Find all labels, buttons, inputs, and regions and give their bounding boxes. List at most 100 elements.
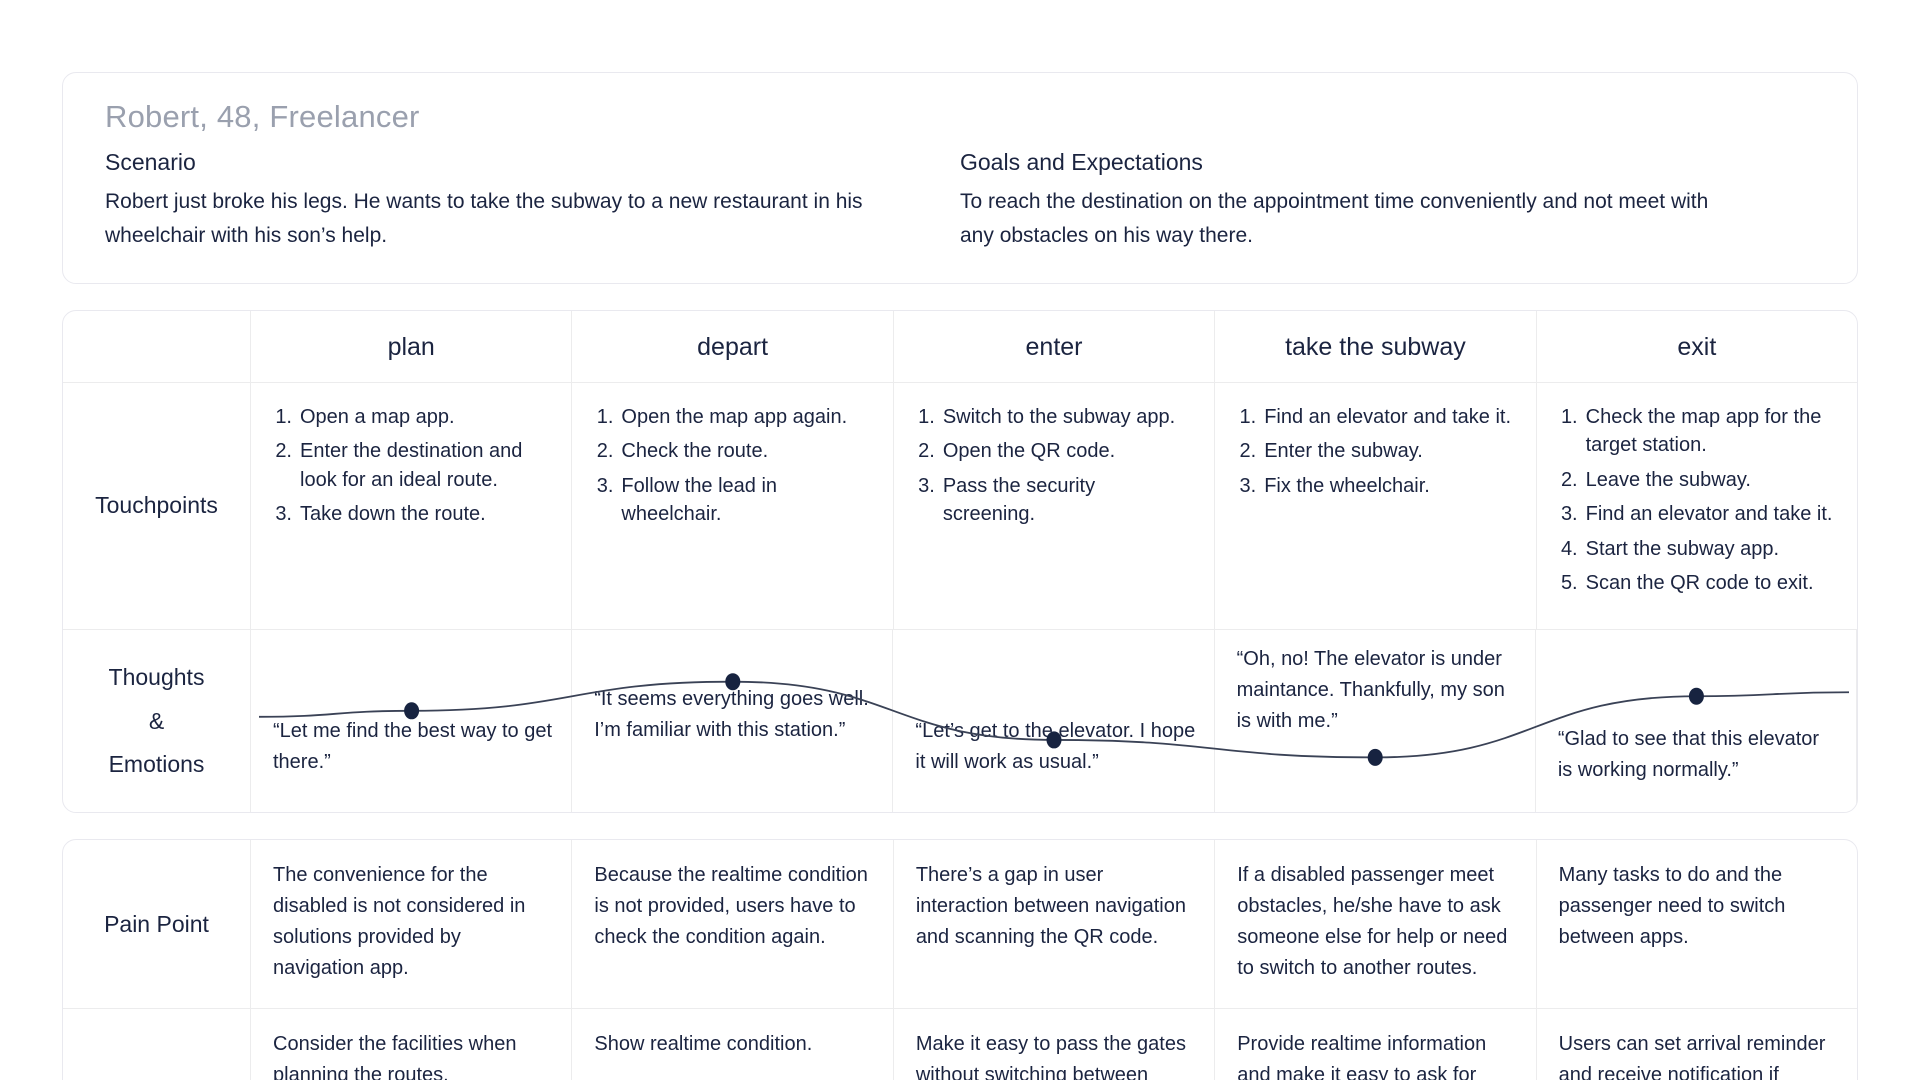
touchpoints-cell-depart: 1. Open the map app again. 2. Check the rou…: [572, 383, 894, 630]
touchpoints-cell-enter: 1. Switch to the subway app. 2. Open the QR…: [894, 383, 1216, 630]
stage-header-enter: enter: [894, 311, 1216, 383]
touchpoint-item: 2. Check the route.: [594, 437, 870, 465]
touchpoint-item: 3. Fix the wheelchair.: [1237, 472, 1513, 500]
stage-header-take-the-subway: take the subway: [1215, 311, 1537, 383]
touchpoint-text: Enter the destination and look for an id…: [300, 440, 523, 491]
touchpoint-number: 1.: [1239, 406, 1257, 429]
touchpoint-text: Take down the route.: [300, 503, 486, 526]
touchpoint-item: 1. Switch to the subway app.: [916, 403, 1192, 431]
touchpoint-item: 1. Open the map app again.: [594, 403, 870, 431]
stage-header-exit: exit: [1677, 333, 1717, 362]
touchpoint-number: 1.: [918, 406, 935, 429]
touchpoint-text: Enter the subway.: [1264, 440, 1423, 463]
touchpoint-number: 3.: [1560, 503, 1578, 526]
touchpoint-number: 2.: [1239, 440, 1257, 463]
persona-columns: Scenario Robert just broke his legs. He …: [105, 149, 1815, 253]
pain-point-cell-take-the-subway: If a disabled passenger meet obstacles, …: [1215, 840, 1537, 1009]
goals-heading: Goals and Expectations: [960, 149, 1203, 175]
thoughts-cell-exit: “Glad to see that this elevator is worki…: [1536, 630, 1857, 813]
row-label-opportunity: Opportunity: [63, 1009, 251, 1080]
journey-table: plan depart enter take the subway exit T…: [62, 310, 1858, 814]
touchpoint-number: 5.: [1560, 571, 1578, 594]
touchpoint-number: 2.: [918, 440, 935, 463]
touchpoint-item: 3. Pass the security screening.: [916, 472, 1192, 529]
touchpoint-item: 1. Find an elevator and take it.: [1237, 403, 1513, 431]
pain-point-cell-plan: The convenience for the disabled is not …: [251, 840, 573, 1009]
touchpoint-item: 3. Take down the route.: [273, 500, 549, 528]
thought-quote: “It seems everything goes well. I’m fami…: [594, 688, 869, 742]
touchpoints-cell-plan: 1. Open a map app. 2. Enter the destination…: [251, 383, 573, 630]
touchpoint-item: 1. Open a map app.: [273, 403, 549, 431]
thoughts-emotions-row: Thoughts & Emotions “Let me find the bes…: [63, 629, 1857, 813]
touchpoint-text: Check the map app for the target station…: [1585, 406, 1822, 457]
opportunity-cell-take-the-subway: Provide realtime information and make it…: [1215, 1009, 1537, 1080]
opportunity-cell-exit: Users can set arrival reminder and recei…: [1558, 1033, 1826, 1080]
thoughts-cell-take-the-subway: “Oh, no! The elevator is under maintance…: [1215, 630, 1536, 813]
touchpoint-text: Open the map app again.: [621, 406, 848, 429]
touchpoint-number: 3.: [596, 474, 614, 497]
thoughts-cell-enter: “Let’s get to the elevator. I hope it wi…: [893, 630, 1215, 813]
touchpoint-item: 2.Leave the subway.: [1559, 466, 1835, 494]
touchpoints-row: Touchpoints 1. Open a map app. 2. Enter the…: [63, 382, 1857, 630]
touchpoint-text: Check the route.: [621, 440, 769, 463]
thought-quote: “Let’s get to the elevator. I hope it wi…: [915, 720, 1196, 774]
touchpoint-item: 2. Enter the subway.: [1237, 437, 1513, 465]
thoughts-cell-plan: “Let me find the best way to get there.”: [251, 630, 573, 813]
touchpoint-text: Start the subway app.: [1585, 537, 1780, 560]
touchpoint-item: 1. Check the map app for the target stati…: [1559, 403, 1835, 460]
touchpoint-text: Find an elevator and take it.: [1585, 503, 1833, 526]
touchpoint-number: 4.: [1560, 537, 1578, 560]
touchpoint-number: 1.: [596, 406, 614, 429]
touchpoint-item: 5.Scan the QR code to exit.: [1559, 569, 1835, 597]
stage-header-corner: [63, 311, 251, 383]
opportunity-cell-enter: Make it easy to pass the gates without s…: [894, 1009, 1216, 1080]
opportunity-row: Opportunity Consider the facilities when…: [63, 1008, 1857, 1080]
touchpoint-list: 1. Switch to the subway app. 2. Open the QR…: [916, 403, 1192, 529]
touchpoint-text: Switch to the subway app.: [942, 406, 1176, 429]
stage-header-row: plan depart enter take the subway exit: [63, 311, 1857, 383]
touchpoint-item: 2. Open the QR code.: [916, 437, 1192, 465]
touchpoint-item: 2. Enter the destination and look for an …: [273, 437, 549, 494]
touchpoint-list: 1. Check the map app for the target stati…: [1559, 403, 1835, 597]
touchpoints-cell-take-the-subway: 1. Find an elevator and take it. 2. Enter t…: [1215, 383, 1537, 630]
touchpoint-text: Open the QR code.: [942, 440, 1116, 463]
thought-quote: “Oh, no! The elevator is under maintance…: [1236, 648, 1505, 733]
touchpoint-number: 1.: [1560, 406, 1578, 429]
touchpoints-cell-exit: 1. Check the map app for the target stati…: [1537, 383, 1857, 629]
touchpoint-list: 1. Open the map app again. 2. Check the rou…: [594, 403, 870, 529]
touchpoint-number: 2.: [275, 440, 292, 463]
pain-opportunity-table: Pain Point The convenience for the disab…: [62, 839, 1858, 1080]
touchpoint-list: 1. Find an elevator and take it. 2. Enter t…: [1237, 403, 1513, 500]
touchpoint-text: Find an elevator and take it.: [1264, 406, 1512, 429]
touchpoint-text: Fix the wheelchair.: [1264, 474, 1430, 497]
touchpoint-text: Follow the lead in wheelchair.: [621, 474, 778, 526]
row-label-line-2: &: [148, 707, 165, 734]
touchpoint-number: 3.: [918, 474, 935, 497]
row-label-thoughts-emotions: Thoughts & Emotions: [63, 630, 251, 813]
touchpoint-text: Open a map app.: [300, 406, 455, 429]
stage-header-depart: depart: [572, 311, 894, 383]
touchpoint-number: 2.: [1560, 468, 1578, 491]
goals-text: To reach the destination on the appointm…: [960, 190, 1709, 248]
touchpoint-text: Pass the security screening.: [942, 474, 1096, 526]
scenario-column: Scenario Robert just broke his legs. He …: [105, 149, 960, 253]
touchpoint-number: 3.: [275, 503, 292, 526]
thought-quote: “Glad to see that this elevator is worki…: [1557, 728, 1820, 782]
scenario-heading: Scenario: [105, 149, 196, 175]
row-label-touchpoints: Touchpoints: [63, 383, 251, 630]
goals-column: Goals and Expectations To reach the dest…: [960, 149, 1815, 253]
row-label-line-3: Emotions: [108, 751, 205, 778]
touchpoint-item: 4. Start the subway app.: [1559, 535, 1835, 563]
touchpoint-number: 2.: [596, 440, 614, 463]
touchpoint-number: 1.: [275, 406, 292, 429]
opportunity-cell-depart: Show realtime condition.: [572, 1009, 894, 1080]
touchpoint-list: 1. Open a map app. 2. Enter the destination…: [273, 403, 549, 529]
touchpoint-item: 3. Follow the lead in wheelchair.: [594, 472, 870, 529]
thought-quote: “Let me find the best way to get there.”: [273, 720, 553, 774]
page-title: Robert, 48, Freelancer: [105, 99, 420, 134]
scenario-text: Robert just broke his legs. He wants to …: [105, 190, 863, 248]
stage-header-plan: plan: [251, 311, 573, 383]
touchpoint-item: 3. Find an elevator and take it.: [1559, 500, 1835, 528]
touchpoint-number: 3.: [1239, 474, 1257, 497]
